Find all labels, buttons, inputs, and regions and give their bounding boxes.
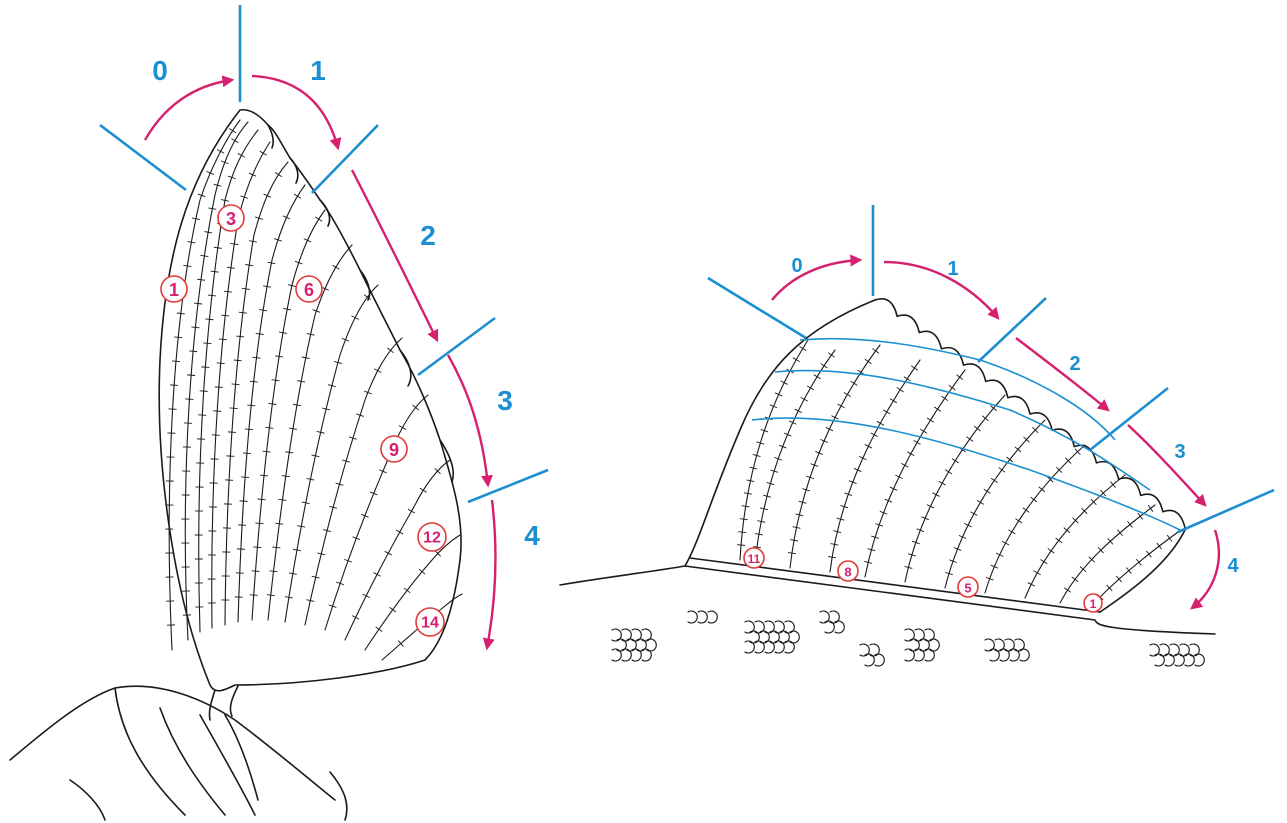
scale-mark xyxy=(622,649,631,661)
scale-mark xyxy=(755,641,764,653)
scale-mark xyxy=(632,649,641,661)
left-ray-number-3: 3 xyxy=(226,209,236,229)
scale-mark xyxy=(1165,654,1174,666)
left-arrow-4 xyxy=(487,500,495,648)
scale-mark xyxy=(835,621,844,633)
scale-mark xyxy=(612,649,621,661)
left-ray-number-9: 9 xyxy=(389,440,399,460)
left-ray-segments xyxy=(165,128,440,646)
scale-mark xyxy=(785,641,794,653)
left-ray-number-1: 1 xyxy=(169,280,179,300)
left-ray-number-12: 12 xyxy=(423,530,441,547)
scale-mark xyxy=(905,649,914,661)
scale-mark xyxy=(642,649,651,661)
right-zone-label-1: 1 xyxy=(947,258,958,280)
left-ray-number-14: 14 xyxy=(421,615,439,632)
scale-mark xyxy=(708,611,717,623)
scale-mark xyxy=(925,649,934,661)
scale-mark xyxy=(1155,654,1164,666)
scale-mark xyxy=(1020,649,1029,661)
scale-mark xyxy=(1185,654,1194,666)
scale-mark xyxy=(698,611,707,623)
left-arrow-2 xyxy=(352,170,437,340)
right-zone-label-3: 3 xyxy=(1174,441,1185,463)
left-zone-label-0: 0 xyxy=(152,55,168,86)
left-fin-figure: 0 1 2 3 4 1 3 6 9 12 14 xyxy=(10,5,548,820)
scale-mark xyxy=(875,654,884,666)
scale-mark xyxy=(1000,649,1009,661)
scale-mark xyxy=(647,639,656,651)
right-zone-label-2: 2 xyxy=(1069,353,1080,375)
right-zone-line-front xyxy=(708,278,806,338)
left-zone-label-4: 4 xyxy=(524,520,540,551)
left-zone-line-1 xyxy=(312,125,378,193)
scale-mark xyxy=(1195,654,1204,666)
right-ray-numbers: 11 8 5 1 xyxy=(744,548,1102,612)
scale-mark xyxy=(1175,654,1184,666)
scale-mark xyxy=(865,654,874,666)
left-zone-label-3: 3 xyxy=(497,385,513,416)
right-arrow-2 xyxy=(1016,338,1108,410)
right-zone-labels: 0 1 2 3 4 xyxy=(791,255,1239,577)
scale-mark xyxy=(775,641,784,653)
scale-mark xyxy=(915,649,924,661)
right-arrow-4 xyxy=(1192,530,1219,608)
scale-mark xyxy=(990,649,999,661)
right-arrow-0 xyxy=(772,260,860,300)
right-body-scales xyxy=(612,611,1204,666)
left-zone-line-front xyxy=(100,125,186,190)
right-fin-top-edge xyxy=(875,299,1185,528)
left-zone-line-3 xyxy=(468,470,548,502)
left-body-outline xyxy=(10,686,335,800)
right-ray-number-5: 5 xyxy=(964,581,971,596)
right-body-outline xyxy=(560,300,875,585)
right-contour-lines xyxy=(752,339,1180,530)
scale-mark xyxy=(745,641,754,653)
right-fin-rays xyxy=(737,340,1178,608)
scale-mark xyxy=(930,639,939,651)
left-zone-label-1: 1 xyxy=(310,55,326,86)
right-zone-label-4: 4 xyxy=(1227,555,1239,577)
scale-mark xyxy=(1010,649,1019,661)
left-zone-label-2: 2 xyxy=(420,220,436,251)
right-ray-number-11: 11 xyxy=(748,552,761,566)
right-fin-figure: 0 1 2 3 4 11 8 5 1 xyxy=(560,205,1274,666)
scale-mark xyxy=(765,641,774,653)
right-arrow-1 xyxy=(884,262,998,318)
right-ray-number-8: 8 xyxy=(844,565,851,580)
scale-mark xyxy=(825,621,834,633)
scale-mark xyxy=(688,611,697,623)
left-arrow-3 xyxy=(448,355,488,485)
right-zone-label-0: 0 xyxy=(791,255,802,277)
right-ray-number-1: 1 xyxy=(1090,597,1097,611)
left-zone-arrows xyxy=(145,76,495,648)
right-zone-arrows xyxy=(772,260,1219,608)
scale-mark xyxy=(790,631,799,643)
right-zone-line-2 xyxy=(1090,388,1168,450)
left-ray-number-6: 6 xyxy=(304,280,314,300)
right-zone-line-3 xyxy=(1178,490,1274,532)
left-zone-labels: 0 1 2 3 4 xyxy=(152,55,540,551)
left-arrow-1 xyxy=(252,76,338,148)
left-arrow-0 xyxy=(145,80,232,140)
